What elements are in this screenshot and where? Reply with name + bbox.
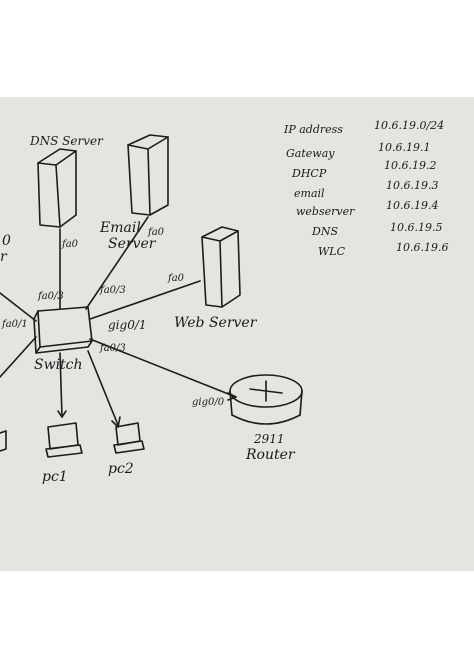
link-switch-pc1 bbox=[59, 352, 63, 418]
ip-table-label: webserver bbox=[296, 205, 355, 218]
links bbox=[0, 216, 237, 428]
ip-table-value: 10.6.19.2 bbox=[384, 159, 436, 172]
switch-port-fa0-3-top: fa0/3 bbox=[37, 291, 64, 302]
router-label: Router bbox=[245, 447, 296, 463]
link-switch-email bbox=[85, 216, 149, 310]
ip-table-value: 10.6.19.0/24 bbox=[374, 119, 444, 132]
pc2-icon bbox=[113, 422, 145, 454]
ip-table-label: DHCP bbox=[291, 167, 327, 180]
ip-table-value: 10.6.19.3 bbox=[386, 179, 438, 192]
left-partial-device bbox=[0, 430, 7, 452]
ip-table-value: 10.6.19.1 bbox=[378, 141, 430, 154]
email-server-label-line2: Server bbox=[108, 236, 157, 252]
dns-server-port-label: fa0 bbox=[61, 239, 79, 250]
ip-table-value: 10.6.19.4 bbox=[386, 199, 438, 212]
router bbox=[229, 374, 303, 425]
paper-sheet: DNS Server fa0 Email Server fa0 Web Serv… bbox=[0, 97, 474, 571]
web-server-label: Web Server bbox=[174, 315, 258, 331]
router-port-gig0-0: gig0/0 bbox=[192, 397, 225, 408]
ip-table-label: email bbox=[294, 187, 325, 200]
link-switch-left-low bbox=[0, 336, 37, 378]
dns-server bbox=[37, 148, 77, 228]
switch-port-fa0-1: fa0/1 bbox=[1, 319, 28, 330]
ip-table-label: DNS bbox=[311, 225, 338, 238]
pc1-icon bbox=[45, 422, 83, 458]
web-server-port-label: fa0 bbox=[167, 273, 185, 284]
left-partial-label-mid: r bbox=[0, 249, 8, 265]
email-server bbox=[127, 134, 169, 216]
web-server bbox=[201, 226, 241, 308]
network-diagram: DNS Server fa0 Email Server fa0 Web Serv… bbox=[0, 119, 448, 485]
ip-table-value: 10.6.19.5 bbox=[390, 221, 442, 234]
switch-port-gig0-1: gig0/1 bbox=[108, 318, 147, 332]
switch bbox=[33, 306, 93, 354]
ip-table-label: IP address bbox=[283, 123, 343, 136]
switch-label: Switch bbox=[34, 357, 83, 373]
link-switch-pc2 bbox=[87, 350, 119, 426]
switch-port-fa0-3-right: fa0/3 bbox=[99, 285, 126, 296]
dns-server-label: DNS Server bbox=[29, 134, 104, 148]
email-server-port-label: fa0 bbox=[147, 227, 165, 238]
router-model-label: 2911 bbox=[253, 432, 285, 446]
pc2-label: pc2 bbox=[108, 461, 134, 477]
email-server-label-line1: Email bbox=[99, 220, 141, 236]
pc1-label: pc1 bbox=[42, 469, 68, 485]
left-partial-label-top: 0 bbox=[2, 233, 11, 249]
ip-table-label: Gateway bbox=[286, 147, 335, 160]
ip-table: IP address 10.6.19.0/24 Gateway 10.6.19.… bbox=[283, 119, 448, 258]
link-switch-web bbox=[89, 280, 201, 320]
ip-table-label: WLC bbox=[318, 245, 346, 258]
link-switch-left-high bbox=[0, 292, 37, 322]
link-switch-router bbox=[89, 338, 237, 398]
ip-table-value: 10.6.19.6 bbox=[396, 241, 448, 254]
